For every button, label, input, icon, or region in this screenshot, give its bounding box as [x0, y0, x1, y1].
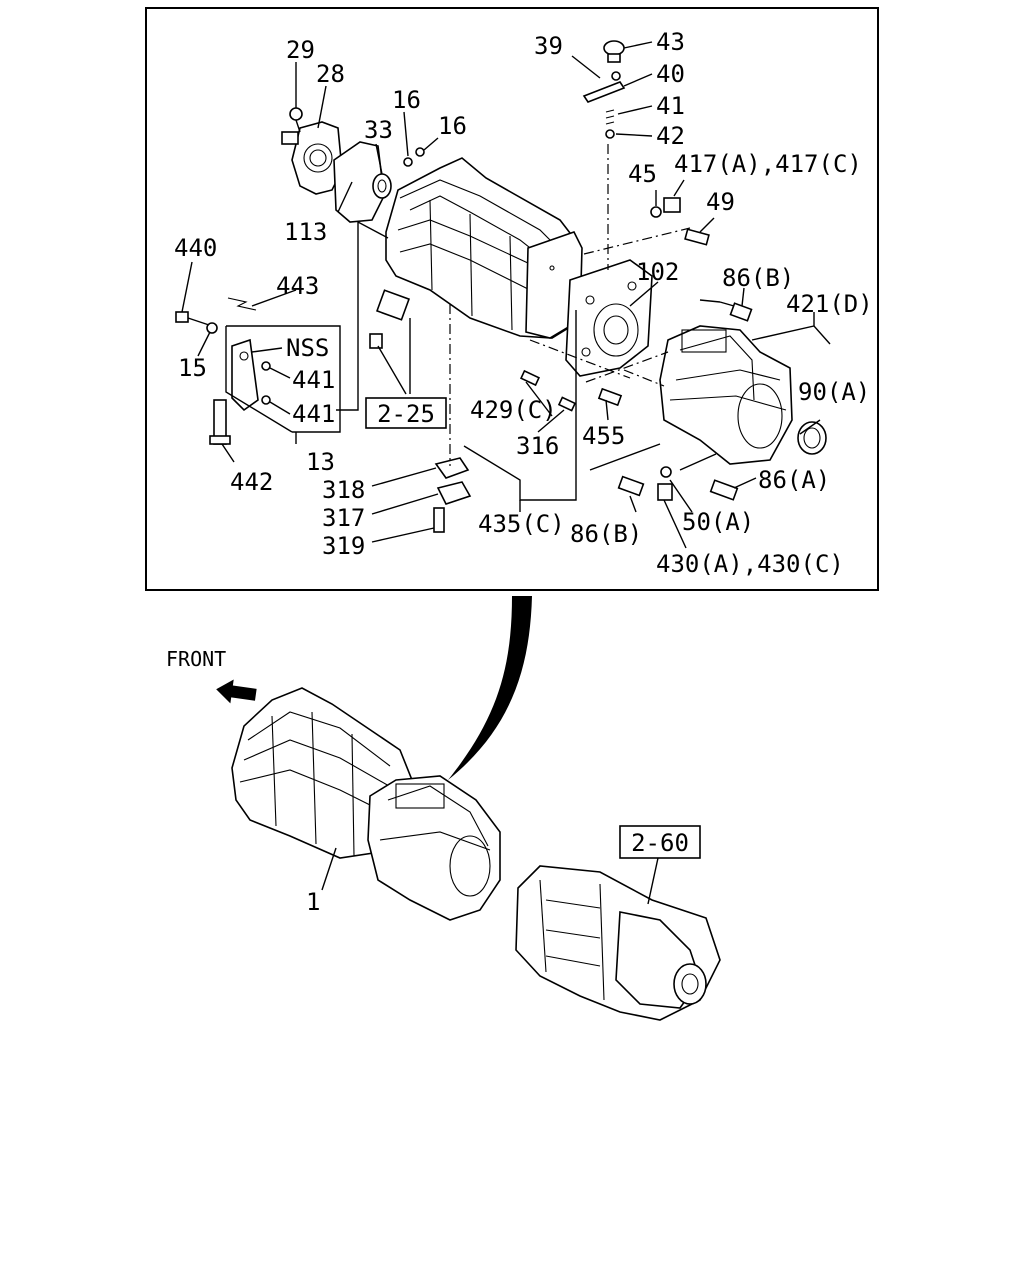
callout-nss: NSS — [286, 334, 329, 362]
front-cover-part — [281, 107, 343, 195]
callout-435c: 435(C) — [478, 510, 565, 538]
leader-line — [321, 847, 337, 891]
ref-label-2-60[interactable]: 2-60 — [631, 829, 689, 857]
callout-1: 1 — [306, 888, 320, 916]
callout-43: 43 — [656, 28, 685, 56]
callout-86b: 86(B) — [722, 264, 794, 292]
washer-part — [650, 206, 662, 218]
callout-443: 443 — [276, 272, 319, 300]
bolt-part — [719, 301, 753, 322]
callout-41: 41 — [656, 92, 685, 120]
front-arrow-icon — [216, 679, 257, 704]
callout-430: 430(A),430(C) — [656, 550, 844, 578]
callout-28: 28 — [316, 60, 345, 88]
callout-86a: 86(A) — [758, 466, 830, 494]
callout-441: 441 — [292, 400, 335, 428]
transfer-case-part — [515, 865, 721, 1021]
callout-442: 442 — [230, 468, 273, 496]
callout-102: 102 — [636, 258, 679, 286]
plug-part — [663, 197, 681, 213]
plug-part — [403, 157, 413, 167]
callout-318: 318 — [322, 476, 365, 504]
leader-lines — [181, 41, 831, 549]
callout-49: 49 — [706, 188, 735, 216]
callout-316: 316 — [516, 432, 559, 460]
callout-417: 417(A),417(C) — [674, 150, 862, 178]
callout-16: 16 — [438, 112, 467, 140]
transmission-case-part — [385, 157, 583, 339]
callout-13: 13 — [306, 448, 335, 476]
callout-429c: 429(C) — [470, 396, 557, 424]
clip-part — [227, 297, 257, 311]
ref-label-2-25[interactable]: 2-25 — [377, 400, 435, 428]
sensor-part — [369, 289, 411, 349]
callout-33: 33 — [364, 116, 393, 144]
callout-50a: 50(A) — [682, 508, 754, 536]
pin-part — [519, 369, 541, 387]
stud-part — [684, 228, 710, 246]
front-label: FRONT — [166, 647, 226, 671]
bolt-part — [617, 475, 645, 497]
callout-440: 440 — [174, 234, 217, 262]
callout-90a: 90(A) — [798, 378, 870, 406]
rear-seal-part — [797, 421, 827, 455]
pin-part — [557, 396, 577, 412]
callout-39: 39 — [534, 32, 563, 60]
callout-86b-lower: 86(B) — [570, 520, 642, 548]
bolt-part — [709, 479, 739, 501]
callout-29: 29 — [286, 36, 315, 64]
callout-40: 40 — [656, 60, 685, 88]
callout-15: 15 — [178, 354, 207, 382]
mount-part — [433, 457, 472, 533]
bolt-part — [597, 387, 623, 407]
connection-curve — [448, 596, 532, 780]
callout-455: 455 — [582, 422, 625, 450]
detail-frame — [145, 7, 879, 591]
leader-line — [647, 857, 659, 905]
callout-16: 16 — [392, 86, 421, 114]
callout-441: 441 — [292, 366, 335, 394]
callout-317: 317 — [322, 504, 365, 532]
callout-319: 319 — [322, 532, 365, 560]
assembly-axis-lines — [449, 144, 691, 466]
shift-detent-parts — [582, 40, 626, 139]
ref-box-2-25[interactable] — [365, 397, 447, 429]
callout-421d: 421(D) — [786, 290, 873, 318]
intermediate-plate-part — [565, 259, 653, 377]
washer-part — [660, 466, 672, 478]
callout-45: 45 — [628, 160, 657, 188]
extension-case-part — [659, 325, 793, 465]
callout-42: 42 — [656, 122, 685, 150]
seal-part — [372, 173, 392, 199]
plug-part — [657, 483, 673, 501]
ref-box-2-60[interactable] — [619, 825, 701, 859]
callout-113: 113 — [284, 218, 327, 246]
plug-part — [415, 147, 425, 157]
assembled-transmission-part — [231, 687, 501, 921]
bolt-part — [175, 311, 218, 334]
bracket-part — [209, 338, 271, 445]
